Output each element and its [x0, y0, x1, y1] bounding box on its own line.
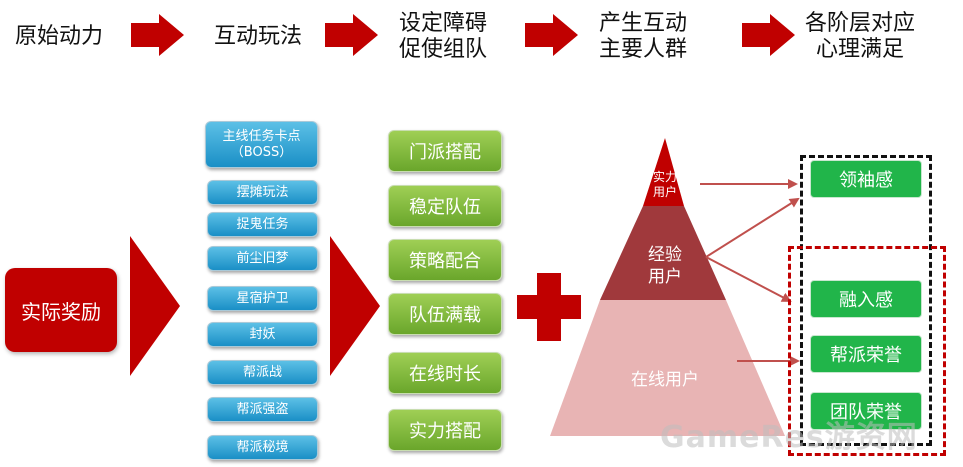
satisfaction-box: 融入感: [810, 280, 922, 318]
plus-icon: [517, 273, 581, 341]
obstacle-box: 门派搭配: [388, 130, 502, 172]
satisfaction-box: 团队荣誉: [810, 392, 922, 430]
pyramid-middle-label: 经验 用户: [648, 245, 682, 287]
big-arrow-icon: [130, 236, 180, 376]
header-psychological-satisfaction: 各阶层对应 心理满足: [804, 11, 915, 62]
pyramid-bottom-layer: [550, 300, 785, 436]
leader-group-frame: [800, 155, 932, 446]
header-set-obstacles: 设定障碍 促使组队: [398, 11, 487, 62]
header-arrow-icon: [131, 14, 184, 56]
activity-box: 主线任务卡点 （BOSS）: [205, 121, 318, 168]
obstacle-box: 实力搭配: [388, 409, 502, 451]
activity-box: 封妖: [207, 322, 318, 347]
big-arrow-icon: [330, 236, 380, 376]
header-arrow-icon: [742, 14, 795, 56]
obstacle-box: 队伍满载: [388, 293, 502, 335]
header-main-groups: 产生互动 主要人群: [598, 11, 687, 62]
activity-box: 前尘旧梦: [207, 246, 318, 271]
member-group-frame: [788, 246, 946, 456]
pyramid-bottom-label: 在线用户: [631, 370, 699, 390]
header-arrow-icon: [525, 14, 578, 56]
satisfaction-box: 领袖感: [810, 160, 922, 198]
obstacle-box: 策略配合: [388, 239, 502, 281]
watermark: GameRes游资网: [660, 420, 918, 455]
activity-box: 帮派强盗: [207, 397, 318, 422]
user-pyramid: [550, 138, 785, 436]
pyramid-middle-layer: [600, 206, 726, 300]
activity-box: 帮派战: [207, 360, 318, 385]
obstacle-box: 在线时长: [388, 352, 502, 394]
obstacle-box: 稳定队伍: [388, 185, 502, 227]
activity-box: 捉鬼任务: [207, 212, 318, 237]
header-interactive-gameplay: 互动玩法: [213, 24, 302, 49]
activity-box: 帮派秘境: [207, 435, 318, 460]
activity-box: 摆摊玩法: [207, 180, 318, 205]
pyramid-top-label: 实力 用户: [652, 170, 677, 199]
activity-box: 星宿护卫: [207, 286, 318, 311]
satisfaction-box: 帮派荣誉: [810, 335, 922, 373]
header-primitive-motivation: 原始动力: [14, 24, 103, 49]
header-arrow-icon: [325, 14, 378, 56]
actual-reward-box: 实际奖励: [5, 268, 117, 352]
pyramid-top-layer: [643, 138, 684, 206]
